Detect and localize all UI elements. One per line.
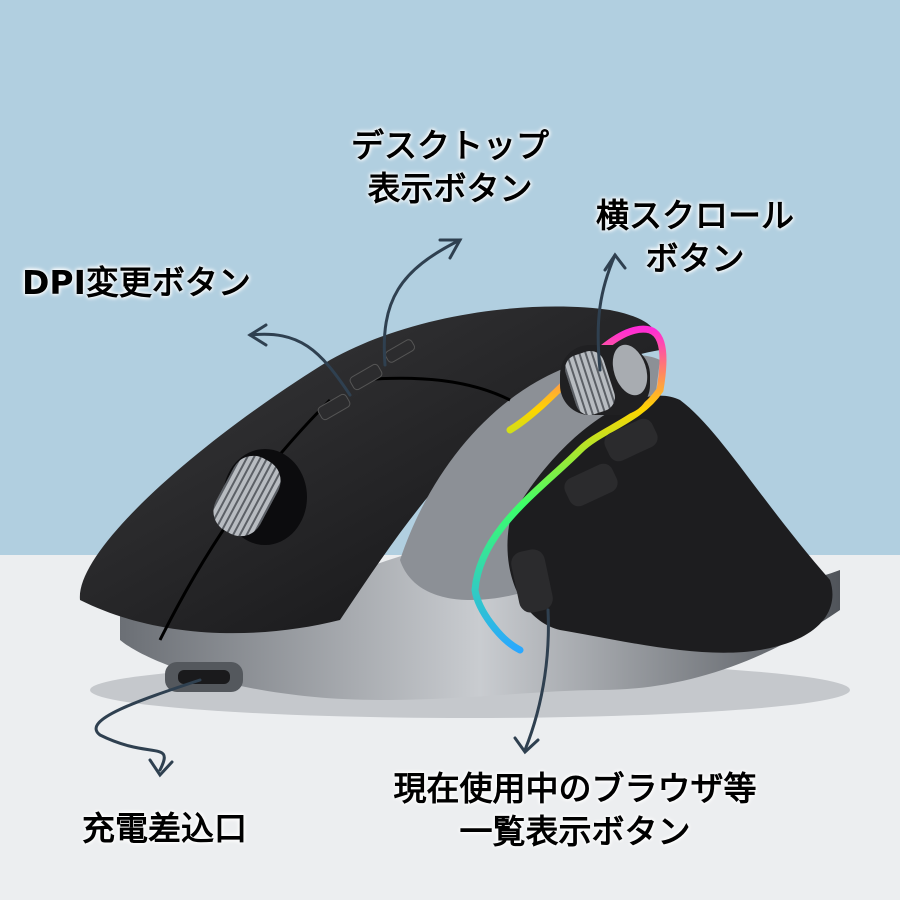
annotation-arrows [94,238,627,778]
arrow-browser [523,608,550,752]
label-hscroll-line1: 横スクロール [596,196,794,235]
arrow-charge [94,678,202,772]
label-browser-line1: 現在使用中のブラウザ等 [393,769,757,808]
arrow-charge-head [148,758,174,778]
mouse-top-shell [79,306,661,634]
arrow-hscroll-head [603,252,627,272]
browser-list-button [511,549,553,613]
arrow-dpi-head [247,323,268,347]
mouse-base [120,543,840,700]
arrow-browser-head [513,736,540,755]
dpi-button [317,393,351,421]
label-desktop-line2: 表示ボタン [367,168,533,208]
desktop-button [349,363,383,391]
label-desktop-button: デスクトップ 表示ボタン [330,125,570,211]
label-hscroll-button: 横スクロール ボタン [575,195,815,281]
label-hscroll-line2: ボタン [645,238,745,278]
side-button-forward [604,418,658,462]
thumb-grip [507,395,833,653]
label-charge-port: 充電差込口 [82,809,247,848]
label-dpi-button: DPI変更ボタン [22,263,251,302]
label-desktop-line1: デスクトップ [351,126,549,165]
arrow-desktop [382,238,462,367]
scroll-wheel [213,449,307,545]
label-browser-list-button: 現在使用中のブラウザ等 一覧表示ボタン [360,768,790,854]
rgb-light-strip [471,325,667,654]
horizontal-scroll-wheel [560,344,650,416]
arrow-desktop-head [438,238,463,260]
side-button-back [564,463,618,507]
label-browser-line2: 一覧表示ボタン [459,811,691,851]
arrow-dpi [248,332,352,397]
arrow-hscroll [596,253,617,372]
top-button-small [384,339,416,363]
